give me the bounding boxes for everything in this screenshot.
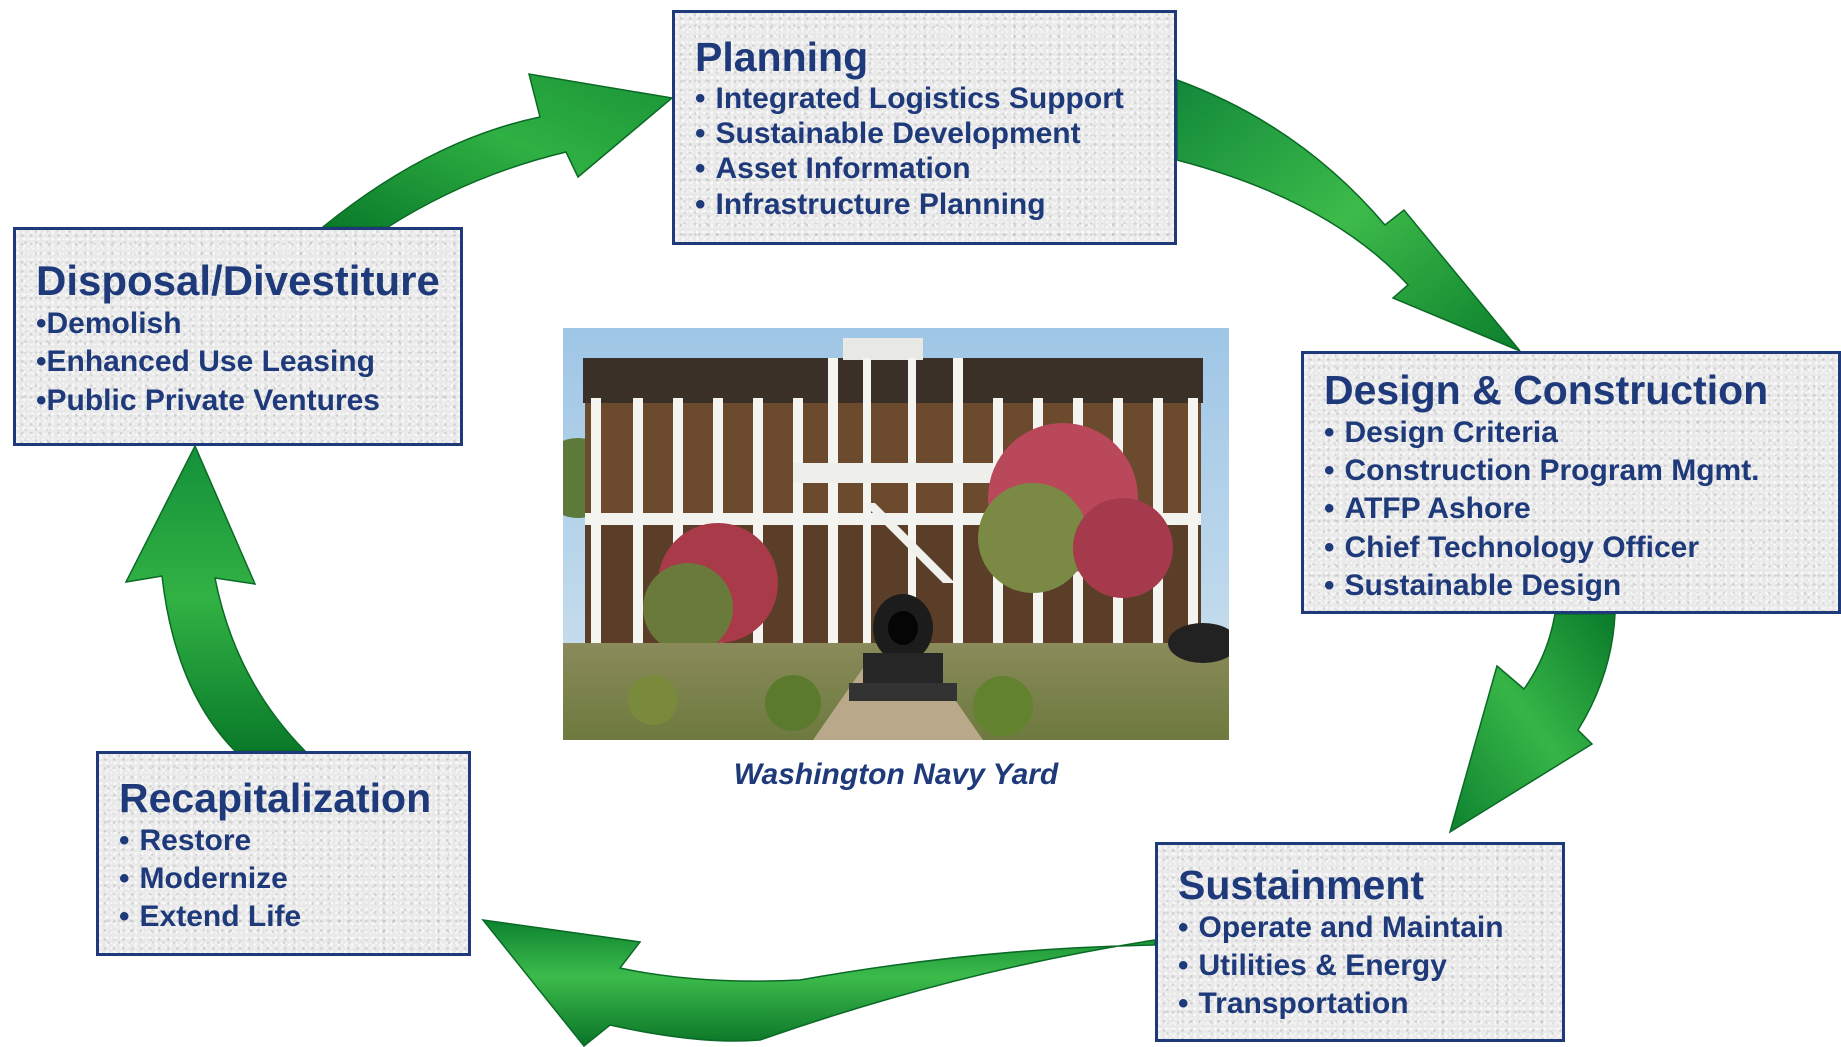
- list-item: ATFP Ashore: [1324, 490, 1838, 528]
- stage-recapitalization: Recapitalization Restore Modernize Exten…: [96, 751, 471, 956]
- list-item: Utilities & Energy: [1178, 947, 1562, 985]
- list-item: Sustainable Development: [695, 116, 1174, 151]
- list-item: Construction Program Mgmt.: [1324, 452, 1838, 490]
- stage-title: Disposal/Divestiture: [36, 257, 440, 304]
- list-item: Chief Technology Officer: [1324, 529, 1838, 567]
- list-item: Sustainable Design: [1324, 567, 1838, 605]
- arrow-disposal-to-planning: [320, 73, 674, 228]
- list-item: Design Criteria: [1324, 414, 1838, 452]
- list-item: Infrastructure Planning: [695, 187, 1174, 222]
- list-item: Transportation: [1178, 985, 1562, 1023]
- list-item: Modernize: [119, 860, 468, 898]
- stage-sustainment: Sustainment Operate and Maintain Utiliti…: [1155, 842, 1565, 1042]
- arrow-planning-to-design: [1176, 78, 1521, 352]
- stage-design-construction: Design & Construction Design Criteria Co…: [1301, 351, 1841, 614]
- stage-title: Sustainment: [1178, 862, 1425, 908]
- list-item: Restore: [119, 822, 468, 860]
- arrow-recap-to-disposal: [124, 444, 307, 752]
- stage-title: Planning: [695, 34, 869, 80]
- stage-items: Restore Modernize Extend Life: [119, 822, 468, 936]
- stage-planning: Planning Integrated Logistics Support Su…: [672, 10, 1177, 245]
- arrow-sustainment-to-recap: [481, 918, 1156, 1047]
- stage-disposal-divestiture: Disposal/Divestiture Demolish Enhanced U…: [13, 227, 463, 446]
- list-item: Enhanced Use Leasing: [36, 343, 460, 381]
- photo-caption: Washington Navy Yard: [733, 758, 1059, 791]
- stage-items: Operate and Maintain Utilities & Energy …: [1178, 909, 1562, 1023]
- stage-title: Recapitalization: [119, 775, 432, 821]
- list-item: Asset Information: [695, 151, 1174, 186]
- stage-items: Design Criteria Construction Program Mgm…: [1324, 414, 1838, 604]
- list-item: Demolish: [36, 305, 460, 343]
- list-item: Public Private Ventures: [36, 382, 460, 420]
- list-item: Extend Life: [119, 898, 468, 936]
- arrow-design-to-sustainment: [1448, 613, 1616, 834]
- navy-yard-photo: [563, 328, 1229, 740]
- list-item: Operate and Maintain: [1178, 909, 1562, 947]
- stage-title: Design & Construction: [1324, 367, 1769, 413]
- stage-items: Demolish Enhanced Use Leasing Public Pri…: [36, 305, 460, 419]
- stage-items: Integrated Logistics Support Sustainable…: [695, 81, 1174, 221]
- list-item: Integrated Logistics Support: [695, 81, 1174, 116]
